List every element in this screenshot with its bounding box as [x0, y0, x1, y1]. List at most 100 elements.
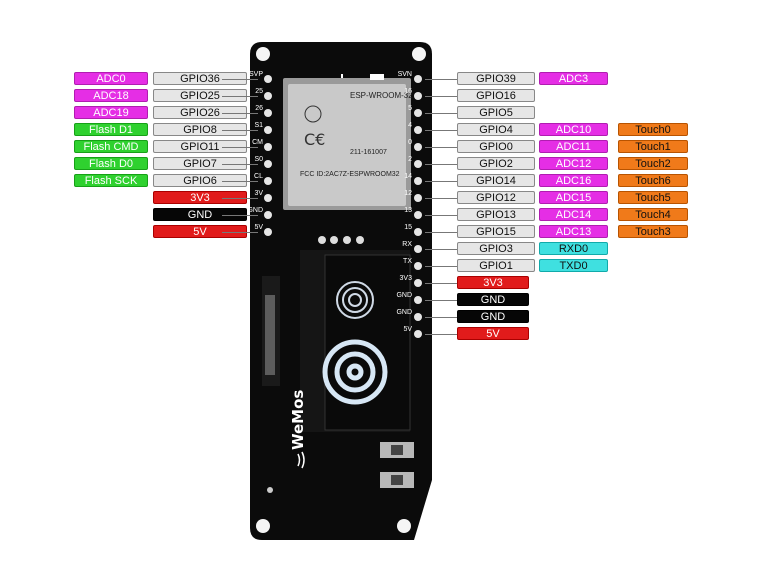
left-pin-silk: 3V: [254, 190, 263, 197]
left-pin-silk: GND: [247, 207, 263, 214]
left-leader-line: [222, 96, 258, 97]
right-header-pad: [414, 245, 422, 253]
right-leader-line: [425, 164, 457, 165]
right-header-pad: [414, 160, 422, 168]
right-leader-line: [425, 232, 457, 233]
left-adc-label: ADC19: [74, 106, 148, 119]
left-header-pad: [264, 126, 272, 134]
right-pin-silk: 5: [408, 105, 412, 112]
right-uart-label: RXD0: [539, 242, 608, 255]
left-adc-label: ADC18: [74, 89, 148, 102]
left-header-pad: [264, 143, 272, 151]
left-pin-silk: 5V: [254, 224, 263, 231]
right-leader-line: [425, 317, 457, 318]
right-header-pad: [414, 109, 422, 117]
right-header-pad: [414, 279, 422, 287]
left-pin-silk: CL: [254, 173, 263, 180]
right-header-pad: [414, 126, 422, 134]
module-fcc-id: FCC ID:2AC7Z-ESPWROOM32: [300, 171, 400, 178]
right-header-pad: [414, 262, 422, 270]
left-gpio-label: GPIO8: [153, 123, 247, 136]
right-leader-line: [425, 249, 457, 250]
right-gpio-label: GPIO14: [457, 174, 535, 187]
left-header-pad: [264, 211, 272, 219]
right-touch-label: Touch2: [618, 157, 688, 170]
left-header-pad: [264, 75, 272, 83]
right-pin-silk: 0: [408, 139, 412, 146]
right-pin-silk: 5V: [403, 326, 412, 333]
right-header-pad: [414, 330, 422, 338]
right-leader-line: [425, 181, 457, 182]
right-pin-silk: 4: [408, 122, 412, 129]
left-pin-silk: CM: [252, 139, 263, 146]
right-gnd-label: GND: [457, 310, 529, 323]
left-leader-line: [222, 215, 258, 216]
left-pin-silk: S1: [254, 122, 263, 129]
left-header-pad: [264, 228, 272, 236]
right-touch-label: Touch5: [618, 191, 688, 204]
wemos-logo: WeMos: [289, 390, 307, 450]
left-leader-line: [222, 232, 258, 233]
left-gpio-label: GPIO36: [153, 72, 247, 85]
left-gnd-label: GND: [153, 208, 247, 221]
right-adc-label: ADC12: [539, 157, 608, 170]
right-v33-label: 3V3: [457, 276, 529, 289]
left-header-pad: [264, 160, 272, 168]
right-gpio-label: GPIO15: [457, 225, 535, 238]
left-pin-silk: 25: [255, 88, 263, 95]
right-touch-label: Touch0: [618, 123, 688, 136]
right-gpio-label: GPIO1: [457, 259, 535, 272]
svg-text:C€: C€: [304, 130, 325, 149]
right-pin-silk: RX: [402, 241, 412, 248]
right-touch-label: Touch1: [618, 140, 688, 153]
left-header-pad: [264, 92, 272, 100]
right-header-pad: [414, 75, 422, 83]
right-gpio-label: GPIO3: [457, 242, 535, 255]
left-flash-label: Flash CMD: [74, 140, 148, 153]
module-brand: ESP-WROOM-32: [350, 91, 413, 100]
right-leader-line: [425, 215, 457, 216]
left-flash-label: Flash D1: [74, 123, 148, 136]
left-flash-label: Flash D0: [74, 157, 148, 170]
right-adc-label: ADC14: [539, 208, 608, 221]
right-leader-line: [425, 130, 457, 131]
right-adc-label: ADC10: [539, 123, 608, 136]
right-leader-line: [425, 198, 457, 199]
right-header-pad: [414, 92, 422, 100]
right-pin-silk: GND: [396, 309, 412, 316]
right-v33-label: 5V: [457, 327, 529, 340]
right-gnd-label: GND: [457, 293, 529, 306]
left-leader-line: [222, 79, 258, 80]
right-adc-label: ADC16: [539, 174, 608, 187]
left-gpio-label: GPIO6: [153, 174, 247, 187]
left-leader-line: [222, 130, 258, 131]
left-leader-line: [222, 181, 258, 182]
right-gpio-label: GPIO0: [457, 140, 535, 153]
left-pin-silk: 26: [255, 105, 263, 112]
right-header-pad: [414, 143, 422, 151]
right-leader-line: [425, 113, 457, 114]
right-gpio-label: GPIO5: [457, 106, 535, 119]
left-gpio-label: GPIO26: [153, 106, 247, 119]
left-gpio-label: GPIO25: [153, 89, 247, 102]
right-gpio-label: GPIO2: [457, 157, 535, 170]
left-header-pad: [264, 194, 272, 202]
left-leader-line: [222, 198, 258, 199]
right-gpio-label: GPIO12: [457, 191, 535, 204]
right-header-pad: [414, 296, 422, 304]
right-leader-line: [425, 266, 457, 267]
left-adc-label: ADC0: [74, 72, 148, 85]
left-gpio-label: GPIO7: [153, 157, 247, 170]
right-touch-label: Touch6: [618, 174, 688, 187]
left-leader-line: [222, 164, 258, 165]
left-pin-silk: S0: [254, 156, 263, 163]
left-leader-line: [222, 113, 258, 114]
left-flash-label: Flash SCK: [74, 174, 148, 187]
right-header-pad: [414, 177, 422, 185]
right-adc-label: ADC3: [539, 72, 608, 85]
right-header-pad: [414, 228, 422, 236]
module-cert-code: 211-161007: [350, 149, 387, 156]
right-pin-silk: 16: [404, 88, 412, 95]
left-pin-silk: SVP: [249, 71, 263, 78]
